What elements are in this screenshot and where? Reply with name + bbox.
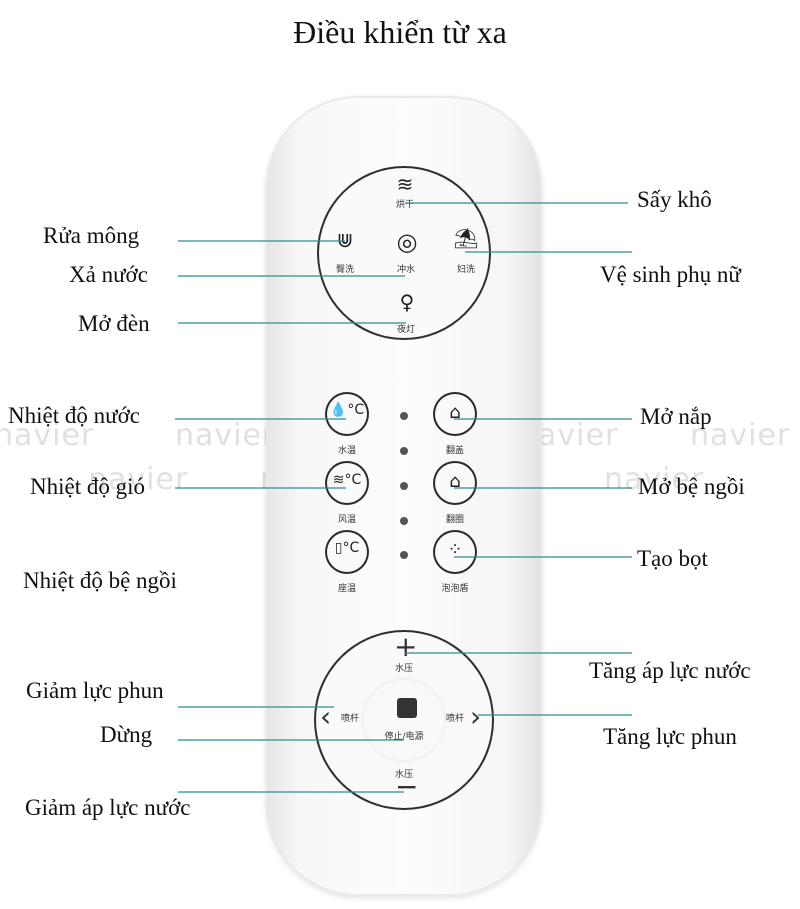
watermark: navier [88,462,189,497]
night-light-label: 夜灯 [396,325,415,335]
flip-lid-label: 翻盖 [445,446,464,456]
label-ve-sinh-phu-nu: Vệ sinh phụ nữ [600,262,741,287]
label-tao-bot: Tạo bọt [637,546,708,571]
water-temp-button[interactable] [327,394,367,434]
flip-seat-icon: ⌂ [449,471,461,492]
rear-wash-icon[interactable]: ⋓ [336,228,354,252]
label-mo-nap: Mở nắp [640,404,712,429]
feminine-wash-icon[interactable]: ⛱ [453,226,479,250]
air-temp-button[interactable] [327,463,367,503]
feminine-wash-label: 妇洗 [456,265,475,275]
flip-lid-button[interactable] [435,394,475,434]
plus-icon[interactable]: + [394,630,418,663]
minus-icon[interactable]: − [395,770,419,803]
label-giam-luc-phun: Giảm lực phun [26,678,164,703]
nozzle-left-label: 喷杆 [340,714,359,724]
bubbles-icon: ⁘ [447,539,463,560]
dry-label: 烘干 [395,200,414,210]
flush-label: 冲水 [396,265,415,275]
label-dung: Dừng [100,722,153,747]
watermark: navier [604,462,705,497]
chevron-left-icon[interactable]: ‹ [320,700,332,733]
watermark: navier [0,418,95,453]
indicator-dot [400,412,408,420]
chevron-right-icon[interactable]: › [470,700,482,733]
nozzle-right-label: 喷杆 [445,714,464,724]
label-tang-luc-phun: Tăng lực phun [603,724,737,749]
label-nhiet-do-gio: Nhiệt độ gió [30,474,145,499]
watermark: navier [175,418,276,453]
watermark: navier [690,418,791,453]
label-giam-ap-luc-nuoc: Giảm áp lực nước [25,795,191,820]
flip-seat-label: 翻圈 [445,515,464,525]
water-temp-label: 水温 [337,446,356,456]
water-temp-icon: 💧°C [329,402,365,418]
page-title: Điều khiển từ xa [293,14,507,50]
label-mo-den: Mở đèn [78,311,150,336]
label-nhiet-do-nuoc: Nhiệt độ nước [8,403,140,428]
stop-power-label: 停止/电源 [384,732,424,742]
stop-button-area [364,680,444,760]
indicator-dot [400,447,408,455]
pressure-down-label: 水压 [394,770,413,780]
label-mo-be-ngoi: Mở bệ ngồi [638,474,745,499]
night-light-icon[interactable]: ♀ [399,290,415,314]
top-control-pad [319,168,489,338]
label-xa-nuoc: Xả nước [69,262,148,287]
label-rua-mong: Rửa mông [43,223,140,248]
label-say-kho: Sấy khô [637,187,712,212]
air-temp-label: 风温 [337,515,356,525]
seat-temp-icon: ▯°C [334,540,360,556]
dry-icon[interactable]: ≋ [396,172,414,196]
flip-seat-button[interactable] [435,463,475,503]
indicator-dot [400,517,408,525]
foam-shield-label: 泡泡盾 [441,584,469,594]
pressure-up-label: 水压 [394,664,413,674]
flush-icon[interactable]: ◎ [396,228,418,256]
label-tang-ap-luc-nuoc: Tăng áp lực nước [589,658,751,683]
indicator-dot [400,551,408,559]
stop-icon[interactable] [397,698,417,718]
rear-wash-label: 臀洗 [335,265,354,275]
air-temp-icon: ≋°C [332,472,362,488]
flip-lid-icon: ⌂ [449,402,461,423]
indicator-dot [400,482,408,490]
seat-temp-label: 座温 [337,584,356,594]
foam-shield-button[interactable] [435,532,475,572]
label-nhiet-do-be-ngoi: Nhiệt độ bệ ngồi [23,568,177,593]
seat-temp-button[interactable] [327,532,367,572]
